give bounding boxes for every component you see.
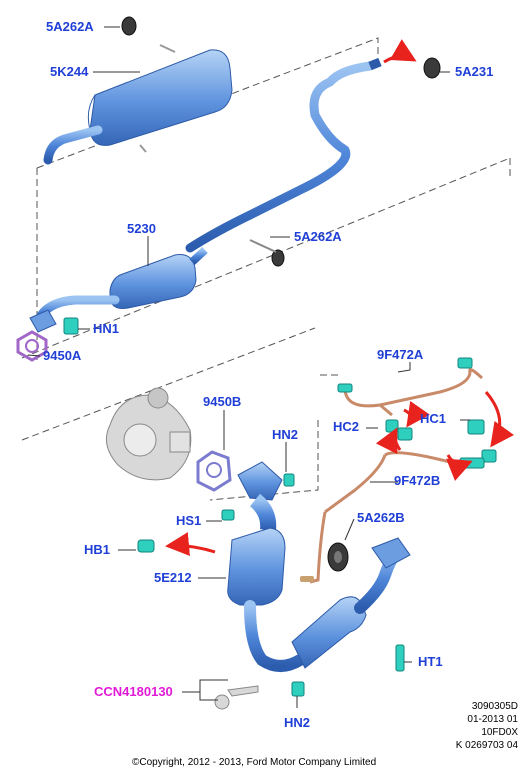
label-HC1: HC1 bbox=[420, 411, 447, 426]
info-line-3: 10FD0X bbox=[481, 727, 518, 738]
label-HB1: HB1 bbox=[84, 542, 111, 557]
turbocharger bbox=[105, 387, 192, 481]
label-9450A: 9450A bbox=[43, 348, 82, 363]
oxygen-sensor-harness-9F472A bbox=[343, 368, 484, 417]
gasket-9450B bbox=[196, 450, 232, 492]
tail-pipe-section bbox=[185, 61, 375, 253]
isolator-HN1 bbox=[63, 317, 79, 335]
isolator-5A262A-mid bbox=[271, 249, 285, 267]
label-9F472B: 9F472B bbox=[394, 473, 441, 488]
info-line-4: K 0269703 04 bbox=[455, 740, 518, 751]
isolator-5A262A-top bbox=[121, 16, 137, 36]
info-line-1: 3090305D bbox=[471, 701, 518, 712]
label-HC2: HC2 bbox=[333, 419, 360, 434]
label-HS1: HS1 bbox=[176, 513, 202, 528]
label-5A262A-mid: 5A262A bbox=[294, 229, 342, 244]
label-5K244: 5K244 bbox=[50, 64, 89, 79]
rear-muffler-5K244 bbox=[43, 44, 233, 165]
label-5E212: 5E212 bbox=[154, 570, 192, 585]
copyright-text: ©Copyright, 2012 - 2013, Ford Motor Comp… bbox=[132, 757, 377, 768]
gasket-9450A bbox=[16, 330, 48, 362]
label-5A262B: 5A262B bbox=[357, 510, 405, 525]
centre-muffler-5230 bbox=[29, 247, 208, 333]
info-line-2: 01-2013 01 bbox=[467, 714, 518, 725]
label-CCN4180130: CCN4180130 bbox=[94, 684, 173, 699]
label-5A231: 5A231 bbox=[455, 64, 494, 79]
label-9F472A: 9F472A bbox=[377, 347, 424, 362]
sensor-tip-bronze bbox=[300, 576, 314, 582]
label-HN2-lower: HN2 bbox=[284, 715, 311, 730]
bracket-CCN4180130 bbox=[214, 685, 259, 710]
catalytic-converter-5E212 bbox=[227, 461, 411, 672]
label-HT1: HT1 bbox=[418, 654, 443, 669]
heat-shield-5A262B bbox=[327, 542, 349, 572]
isolator-5A231 bbox=[423, 57, 441, 79]
label-5A262A-top: 5A262A bbox=[46, 19, 94, 34]
red-arrows bbox=[165, 39, 515, 557]
label-HN1: HN1 bbox=[93, 321, 120, 336]
label-HN2-upper: HN2 bbox=[272, 427, 299, 442]
label-9450B: 9450B bbox=[203, 394, 242, 409]
label-5230: 5230 bbox=[127, 221, 156, 236]
leader-lines bbox=[27, 26, 470, 708]
